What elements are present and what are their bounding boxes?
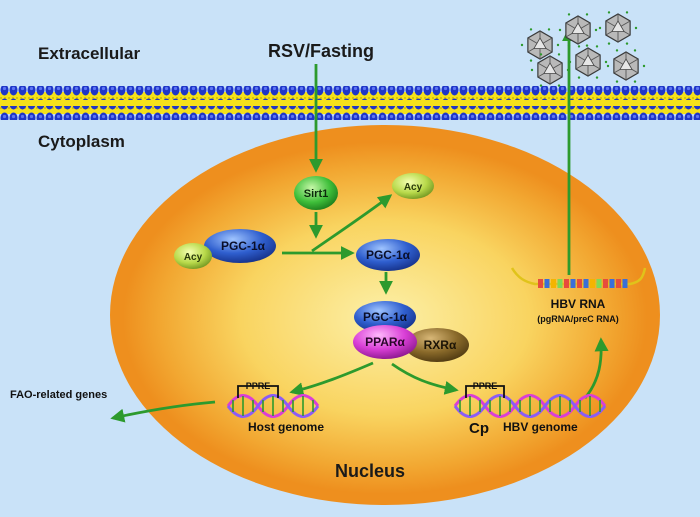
hbv-virion-icon (520, 11, 646, 87)
acy-bound (174, 243, 212, 269)
pgc-deacetylated-label: PGC-1α (366, 248, 411, 262)
rna-nucleotide (538, 279, 543, 288)
sirt1-label: Sirt1 (304, 188, 328, 200)
rna-nucleotide (570, 279, 576, 288)
arrow-acy-release (311, 194, 393, 253)
host-dna-helix-icon (226, 394, 320, 418)
rxr-alpha-label: RXRα (424, 338, 457, 352)
sirt1-protein (294, 176, 338, 210)
ppre-hbv-bracket (465, 385, 505, 398)
ppar-alpha-label: PPARα (365, 335, 405, 349)
host-genome-label: Host genome (248, 420, 324, 434)
rna-nucleotide (577, 279, 582, 288)
rna-nucleotide (551, 279, 556, 288)
pgc-acetylated (204, 229, 276, 263)
virion-particle (520, 28, 560, 62)
pgc-complex (354, 301, 416, 333)
pgc-acetylated-label: PGC-1α (221, 239, 266, 253)
fao-genes-label: FAO-related genes (10, 389, 107, 401)
arrow-complex-to-host (289, 361, 374, 397)
virion-particle (606, 49, 646, 83)
rna-nucleotide (603, 279, 608, 288)
hbv-rna-label: HBV RNA (551, 297, 606, 311)
stimulus-label: RSV/Fasting (268, 41, 374, 61)
acy-free-label: Acy (404, 182, 423, 193)
rna-nucleotide (583, 279, 589, 288)
hbv-dna-helix-icon (453, 394, 607, 418)
rna-nucleotide (622, 279, 628, 288)
cp-label: Cp (469, 420, 489, 437)
extracellular-label: Extracellular (38, 44, 140, 63)
nucleus-label: Nucleus (335, 461, 405, 481)
virion-particle (530, 53, 570, 87)
virion-particle (558, 13, 598, 47)
rna-nucleotide (544, 279, 550, 288)
rna-nucleotide (609, 279, 615, 288)
virion-particle (568, 45, 608, 79)
ppre-hbv-label: PPRE (473, 381, 498, 391)
ppre-host-label: PPRE (246, 381, 271, 391)
acy-free (392, 173, 434, 199)
rna-nucleotide (557, 279, 563, 288)
arrow-host-to-fao (110, 400, 216, 423)
ppre-host-bracket (237, 385, 279, 398)
pgc-deacetylated (356, 239, 420, 271)
virion-particle (598, 11, 638, 45)
hbv-genome-label: HBV genome (503, 420, 578, 434)
rna-nucleotide (564, 279, 569, 288)
rna-nucleotide (596, 279, 602, 288)
pgc-complex-label: PGC-1α (363, 310, 408, 324)
hbv-rna-subtitle: (pgRNA/preC RNA) (537, 314, 619, 324)
ppar-alpha (353, 325, 417, 359)
plasma-membrane (0, 86, 700, 120)
rna-strand-icon (510, 267, 647, 288)
cytoplasm-label: Cytoplasm (38, 132, 125, 151)
rna-nucleotide (590, 279, 595, 288)
rna-nucleotide (616, 279, 621, 288)
pathway-arrows (110, 27, 609, 423)
acy-bound-label: Acy (184, 252, 203, 263)
arrow-complex-to-hbv (391, 362, 459, 395)
arrow-hbv-to-rna (583, 337, 609, 399)
rxr-alpha (405, 328, 469, 362)
